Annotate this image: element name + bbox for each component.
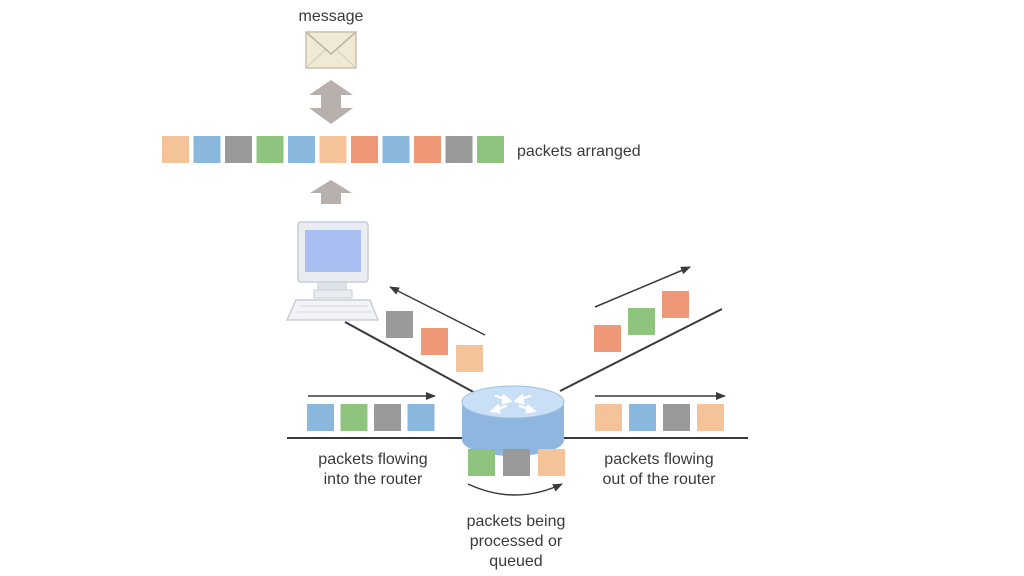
packet-green: [340, 404, 368, 431]
packet-orange: [162, 136, 189, 163]
packet-gray: [503, 449, 530, 476]
packet-red: [594, 325, 621, 352]
packet-gray: [374, 404, 401, 431]
outgoing-packets-row: [595, 404, 724, 431]
packet-orange: [319, 136, 347, 163]
flowing-out-label-line2: out of the router: [603, 471, 717, 488]
processed-label-line1: packets being: [467, 513, 566, 530]
packet-red: [351, 136, 378, 163]
to-computer-packets: [386, 311, 483, 372]
flowing-in-label-line1: packets flowing: [318, 451, 427, 468]
incoming-packets-row: [307, 404, 435, 431]
packet-blue: [307, 404, 334, 431]
packet-orange: [595, 404, 622, 431]
computer-link-line: [344, 321, 478, 395]
double-arrow-icon: [309, 80, 353, 124]
packet-orange: [456, 345, 483, 372]
message-label: message: [299, 8, 364, 25]
to-computer-arrow: [389, 286, 486, 336]
packet-blue: [407, 404, 435, 431]
packet-blue: [288, 136, 315, 163]
packet-orange: [538, 449, 565, 476]
packet-blue: [193, 136, 221, 163]
packet-orange: [697, 404, 724, 431]
packet-blue: [382, 136, 410, 163]
up-arrow-icon: [310, 180, 352, 204]
envelope-icon: [305, 31, 357, 69]
processed-label-line3: queued: [489, 553, 542, 570]
packet-red: [414, 136, 441, 163]
packet-gray: [445, 136, 473, 163]
flowing-out-label-line1: packets flowing: [604, 451, 713, 468]
router-icon: [461, 385, 565, 456]
queued-packets-row: [468, 449, 565, 476]
packet-gray: [225, 136, 252, 163]
computer-icon: [285, 221, 380, 321]
packet-red: [421, 328, 448, 355]
packet-green: [256, 136, 284, 163]
packet-gray: [386, 311, 413, 338]
processing-arrow: [467, 483, 563, 496]
outgoing-diagonal-arrow: [594, 266, 691, 308]
flowing-in-label-line2: into the router: [324, 471, 423, 488]
packet-gray: [663, 404, 690, 431]
packet-red: [662, 291, 689, 318]
packets-arranged-label: packets arranged: [517, 143, 641, 160]
outgoing-diagonal-link-line: [559, 308, 723, 392]
packet-green: [477, 136, 504, 163]
arranged-packets-row: [162, 136, 504, 163]
processed-label-line2: processed or: [470, 533, 563, 550]
packet-blue: [629, 404, 656, 431]
outgoing-diagonal-packets: [594, 291, 689, 352]
packet-green: [468, 449, 495, 476]
packet-green: [628, 308, 655, 335]
